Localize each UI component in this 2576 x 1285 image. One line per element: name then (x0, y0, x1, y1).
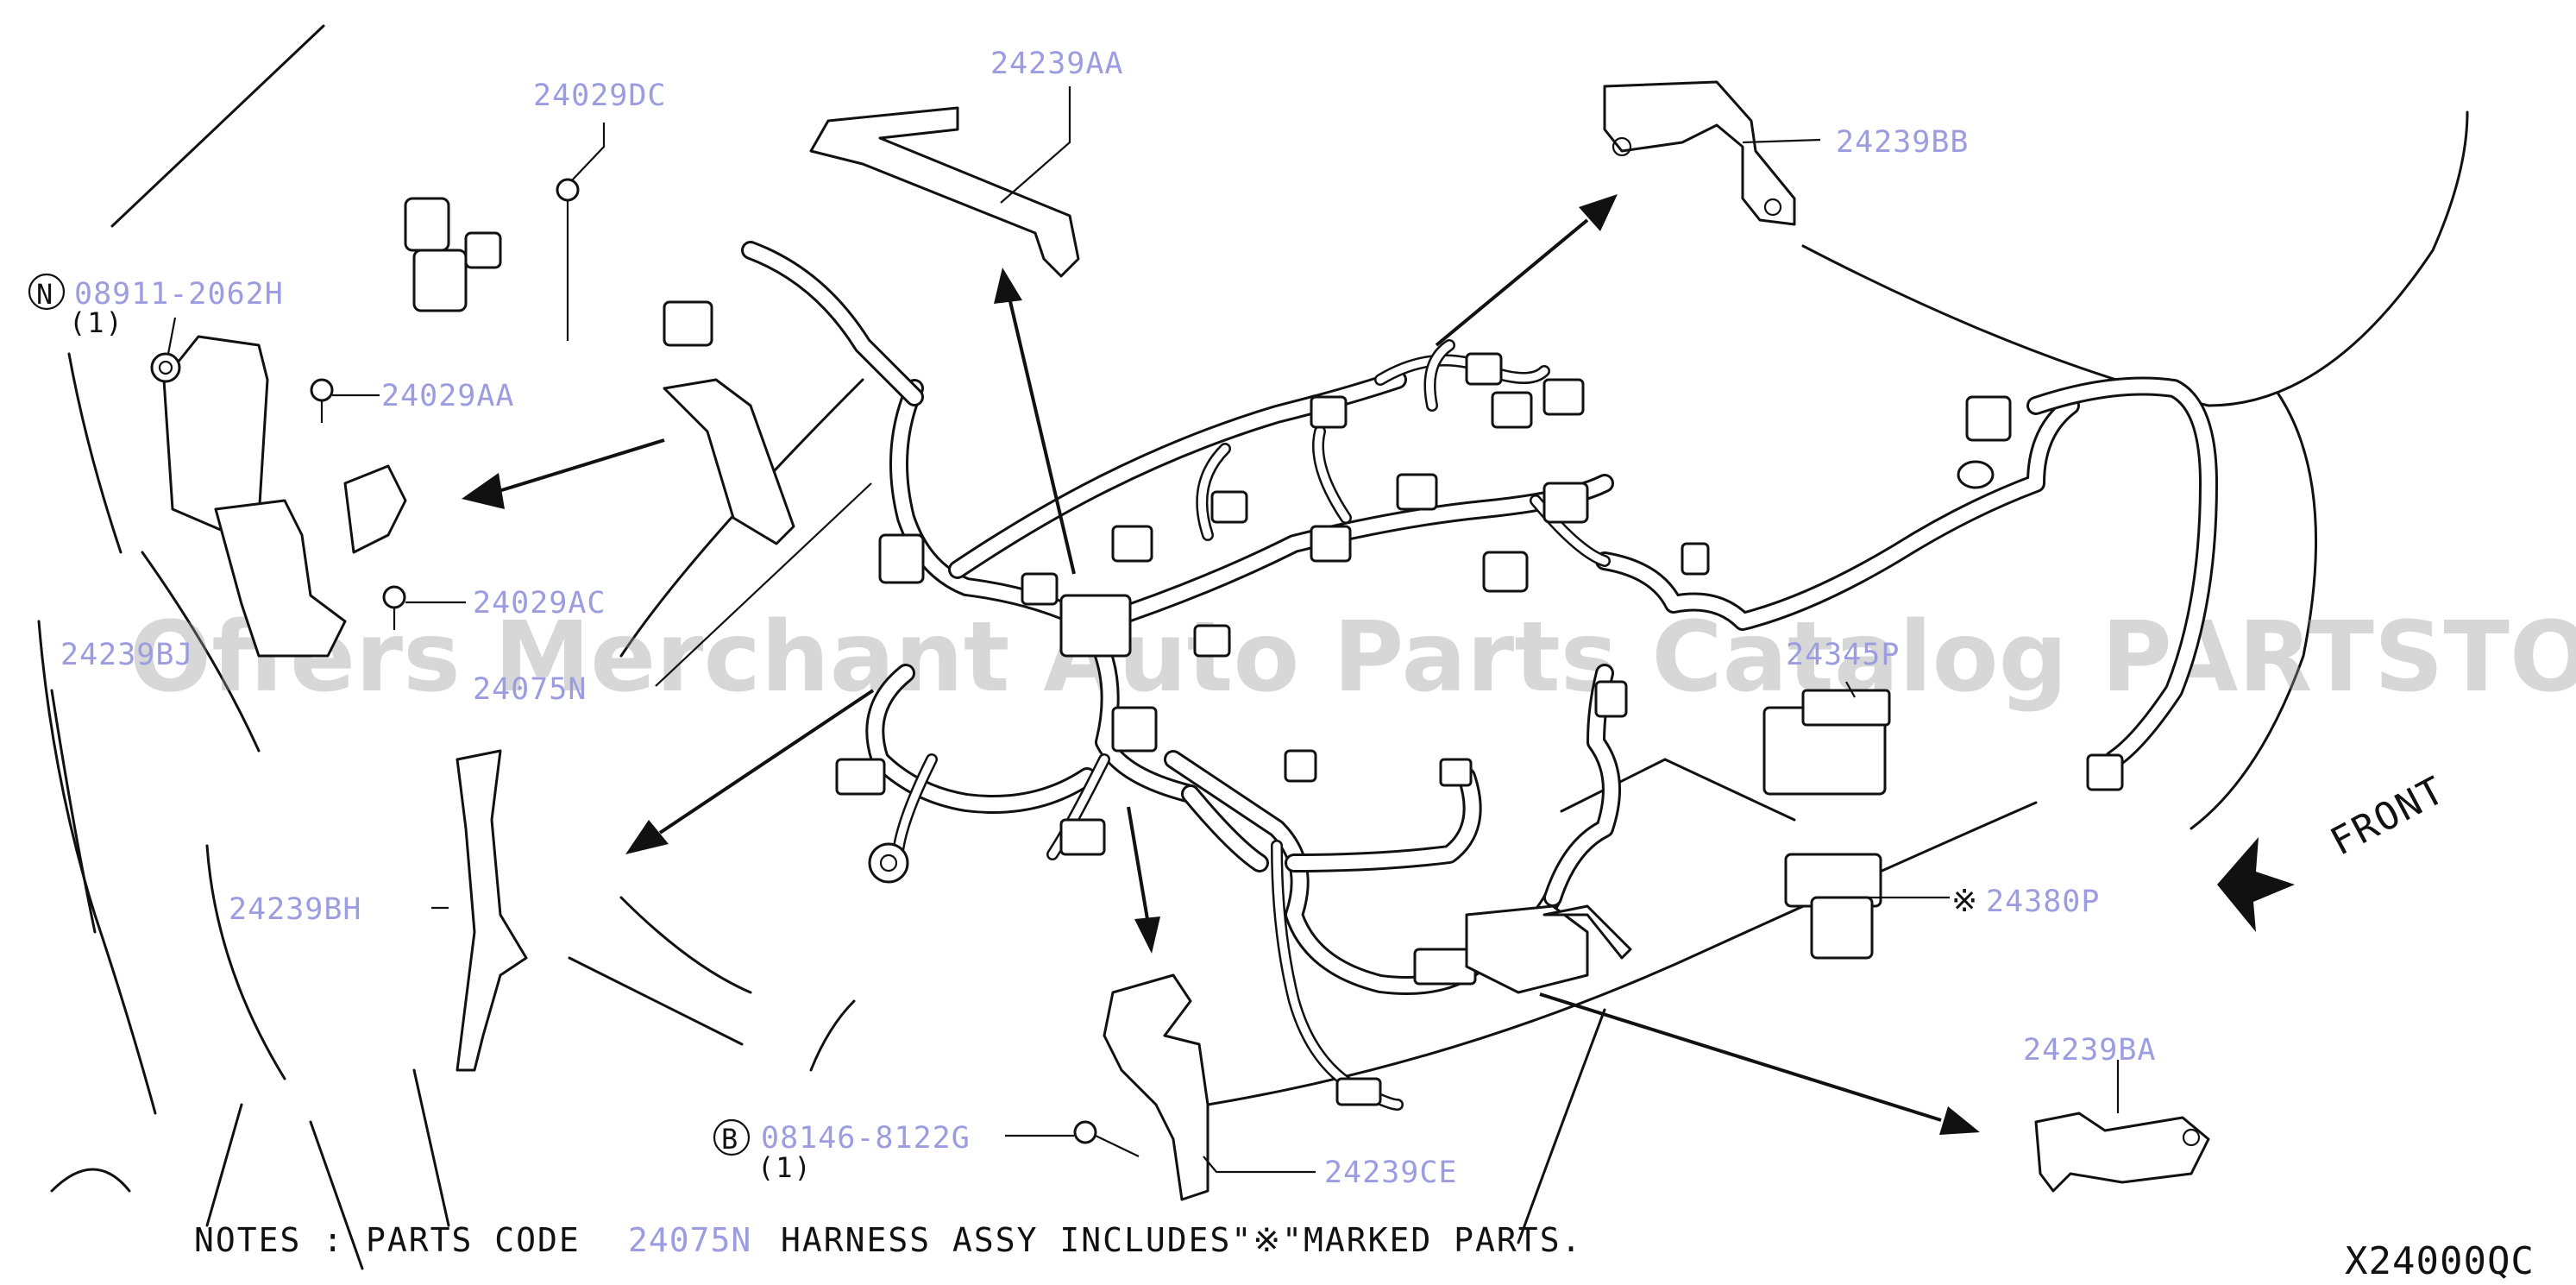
notes-prefix: NOTES : PARTS CODE (194, 1221, 581, 1259)
label-24239CE: 24239CE (1324, 1156, 1458, 1190)
leader-lines (166, 86, 2120, 1174)
label-24239BJ: 24239BJ (60, 638, 194, 672)
n-mark: N (36, 278, 54, 311)
label-24029DC: 24029DC (533, 79, 667, 113)
qty-08911: (1) (69, 306, 124, 339)
label-24239BA: 24239BA (2023, 1033, 2157, 1068)
direction-arrows (462, 194, 2295, 1135)
n-mark-circle (28, 273, 66, 311)
b-mark: B (721, 1123, 739, 1156)
part-labels: 24239AA 24029DC 24239BB N 08911-2062H (1… (28, 47, 2157, 1190)
notes-line: NOTES : PARTS CODE 24075N HARNESS ASSY I… (194, 1221, 1582, 1259)
label-24239BB: 24239BB (1836, 125, 1970, 160)
notes-code: 24075N (628, 1221, 751, 1259)
label-08911-2062H: 08911-2062H (74, 277, 284, 312)
asterisk-mark: ※ (1951, 884, 1979, 919)
label-24029AA: 24029AA (381, 379, 515, 413)
body-outline (37, 24, 2469, 1270)
connectors (404, 197, 2124, 1106)
front-label: FRONT (2323, 768, 2453, 865)
label-24380P: 24380P (1986, 885, 2100, 919)
diagram-code: X24000QC (2345, 1239, 2535, 1281)
label-24345P: 24345P (1786, 638, 1900, 672)
b-mark-circle (713, 1118, 751, 1156)
label-24239BH: 24239BH (229, 892, 362, 927)
label-24029AC: 24029AC (473, 586, 606, 620)
label-24075N: 24075N (473, 672, 587, 707)
label-08146-8122G: 08146-8122G (761, 1121, 971, 1156)
qty-08146: (1) (757, 1151, 813, 1184)
label-24239AA: 24239AA (990, 47, 1124, 81)
fasteners (150, 178, 1140, 1157)
notes-suffix: HARNESS ASSY INCLUDES"※"MARKED PARTS. (781, 1221, 1582, 1259)
brackets (162, 80, 2210, 1201)
